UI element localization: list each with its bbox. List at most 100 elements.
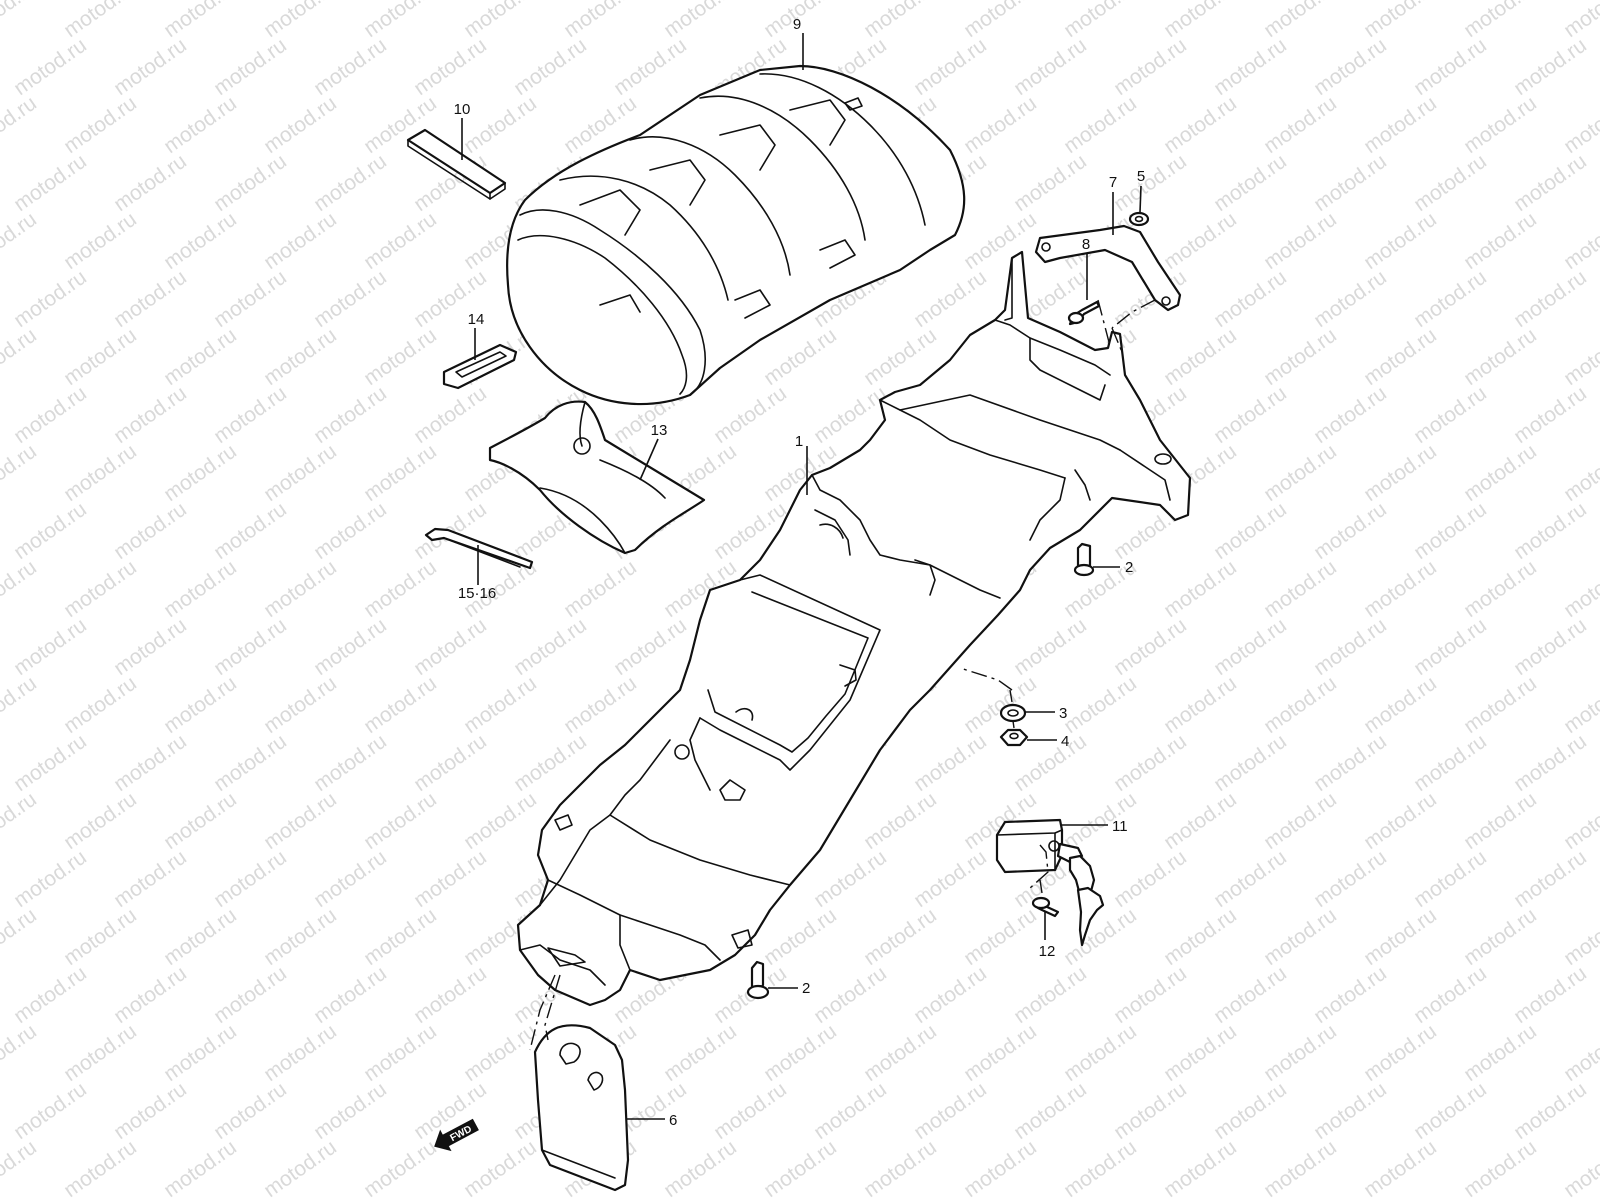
watermark-text: motod.ru (1010, 150, 1091, 216)
watermark-text: motod.ru (10, 498, 91, 564)
watermark-text: motod.ru (10, 266, 91, 332)
watermark-text: motod.ru (1310, 382, 1391, 448)
watermark-text: motod.ru (260, 1020, 341, 1086)
watermark-text: motod.ru (1360, 0, 1441, 42)
watermark-text: motod.ru (410, 382, 491, 448)
watermark-text: motod.ru (160, 208, 241, 274)
watermark-text: motod.ru (360, 0, 441, 42)
watermark-text: motod.ru (1060, 788, 1141, 854)
watermark-text: motod.ru (60, 92, 141, 158)
watermark-text: motod.ru (210, 846, 291, 912)
watermark-text: motod.ru (560, 672, 641, 738)
watermark-text: motod.ru (1360, 556, 1441, 622)
watermark-text: motod.ru (10, 382, 91, 448)
watermark-text: motod.ru (960, 1020, 1041, 1086)
watermark-text: motod.ru (1410, 730, 1491, 796)
watermark-text: motod.ru (910, 846, 991, 912)
callout-11: 11 (1112, 818, 1128, 835)
watermark-text: motod.ru (1360, 672, 1441, 738)
watermark-text: motod.ru (0, 208, 41, 274)
part-2-screw-lower (746, 960, 770, 1000)
watermark-text: motod.ru (1460, 1136, 1541, 1200)
watermark-text: motod.ru (510, 34, 591, 100)
part-15-16-tool (424, 527, 534, 570)
watermark-text: motod.ru (560, 556, 641, 622)
watermark-text: motod.ru (1510, 150, 1591, 216)
watermark-text: motod.ru (1110, 1078, 1191, 1144)
watermark-text: motod.ru (1460, 92, 1541, 158)
watermark-text: motod.ru (1160, 904, 1241, 970)
watermark-text: motod.ru (260, 208, 341, 274)
watermark-text: motod.ru (1510, 498, 1591, 564)
watermark-text: motod.ru (910, 730, 991, 796)
watermark-text: motod.ru (1560, 904, 1600, 970)
watermark-text: motod.ru (960, 0, 1041, 42)
part-2-screw-upper (1073, 542, 1095, 577)
watermark-text: motod.ru (860, 0, 941, 42)
watermark-text: motod.ru (1210, 614, 1291, 680)
watermark-text: motod.ru (160, 324, 241, 390)
part-4-nut (999, 728, 1029, 747)
watermark-text: motod.ru (1210, 150, 1291, 216)
watermark-text: motod.ru (1210, 962, 1291, 1028)
watermark-text: motod.ru (1360, 208, 1441, 274)
watermark-text: motod.ru (60, 208, 141, 274)
watermark-text: motod.ru (1310, 34, 1391, 100)
watermark-text: motod.ru (260, 556, 341, 622)
watermark-text: motod.ru (110, 1078, 191, 1144)
callout-7: 7 (1109, 174, 1117, 191)
watermark-text: motod.ru (1360, 92, 1441, 158)
watermark-text: motod.ru (1510, 962, 1591, 1028)
callout-10: 10 (454, 101, 471, 118)
watermark-text: motod.ru (1160, 788, 1241, 854)
watermark-text: motod.ru (0, 904, 41, 970)
watermark-text: motod.ru (360, 208, 441, 274)
watermark-text: motod.ru (860, 1136, 941, 1200)
watermark-text: motod.ru (1060, 904, 1141, 970)
watermark-text: motod.ru (1310, 266, 1391, 332)
watermark-text: motod.ru (210, 382, 291, 448)
watermark-text: motod.ru (160, 904, 241, 970)
watermark-text: motod.ru (310, 382, 391, 448)
watermark-text: motod.ru (60, 0, 141, 42)
watermark-text: motod.ru (160, 440, 241, 506)
watermark-text: motod.ru (810, 1078, 891, 1144)
part-11-helmet-lock (995, 818, 1105, 947)
part-8-screw (1067, 300, 1101, 326)
watermark-text: motod.ru (110, 614, 191, 680)
callout-12: 12 (1039, 943, 1056, 960)
callout-6: 6 (669, 1112, 677, 1129)
watermark-text: motod.ru (0, 1136, 41, 1200)
watermark-text: motod.ru (1560, 556, 1600, 622)
watermark-text: motod.ru (1510, 614, 1591, 680)
watermark-text: motod.ru (1560, 208, 1600, 274)
watermark-text: motod.ru (1510, 730, 1591, 796)
watermark-text: motod.ru (1260, 92, 1341, 158)
watermark-text: motod.ru (610, 614, 691, 680)
watermark-text: motod.ru (460, 1020, 541, 1086)
watermark-text: motod.ru (1310, 1078, 1391, 1144)
watermark-text: motod.ru (1510, 266, 1591, 332)
watermark-text: motod.ru (210, 34, 291, 100)
watermark-text: motod.ru (1460, 788, 1541, 854)
watermark-text: motod.ru (1310, 846, 1391, 912)
watermark-text: motod.ru (260, 672, 341, 738)
watermark-text: motod.ru (1060, 672, 1141, 738)
watermark-text: motod.ru (60, 1136, 141, 1200)
watermark-text: motod.ru (260, 324, 341, 390)
watermark-text: motod.ru (1210, 1078, 1291, 1144)
part-12-screw (1031, 896, 1060, 918)
watermark-text: motod.ru (760, 1020, 841, 1086)
watermark-text: motod.ru (1160, 1020, 1241, 1086)
watermark-text: motod.ru (260, 788, 341, 854)
watermark-text: motod.ru (60, 672, 141, 738)
watermark-text: motod.ru (110, 34, 191, 100)
watermark-text: motod.ru (1260, 440, 1341, 506)
watermark-text: motod.ru (1010, 614, 1091, 680)
watermark-text: motod.ru (1260, 0, 1341, 42)
watermark-text: motod.ru (1110, 614, 1191, 680)
callout-1: 1 (795, 433, 803, 450)
watermark-text: motod.ru (560, 0, 641, 42)
watermark-text: motod.ru (210, 266, 291, 332)
watermark-text: motod.ru (1010, 34, 1091, 100)
